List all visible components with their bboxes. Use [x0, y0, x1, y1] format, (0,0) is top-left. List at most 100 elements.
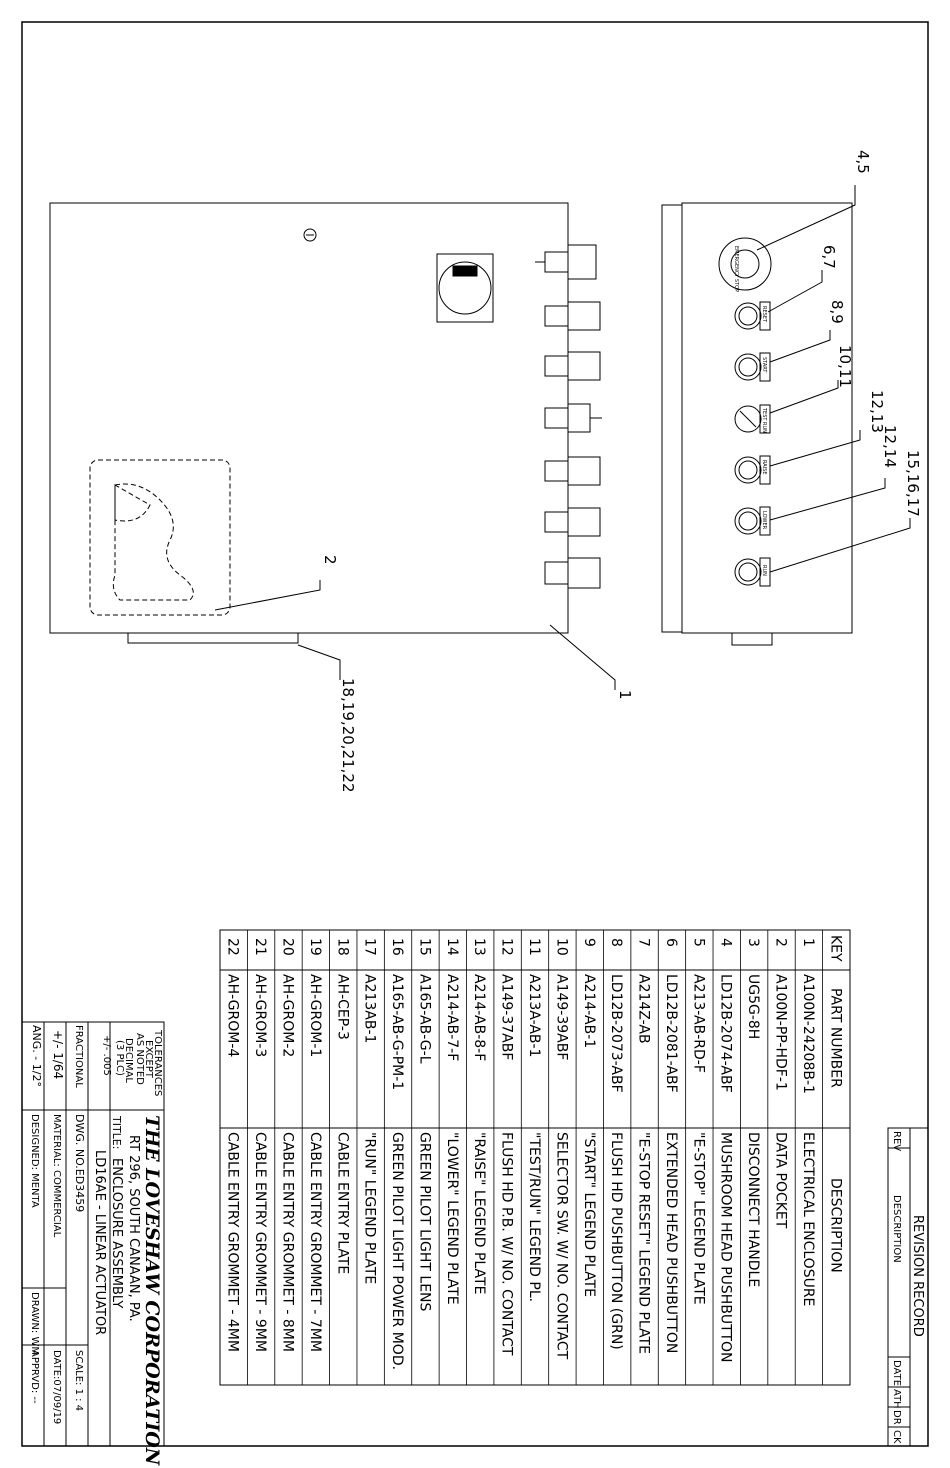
bom-row-description: "LOWER" LEGEND PLATE — [444, 1132, 460, 1305]
tolerances-noted: AS NOTED — [134, 1033, 145, 1085]
company-address: RT 296, SOUTH CANAAN, PA. — [126, 1135, 141, 1322]
bom-row-key: 2 — [773, 938, 789, 947]
tolerances-label: TOLERANCES — [152, 1029, 163, 1096]
estop-legend: EMERGENCY STOP — [733, 246, 739, 292]
bom-row-description: DISCONNECT HANDLE — [745, 1132, 761, 1287]
bom-row-description: "E-STOP RESET" LEGEND PLATE — [636, 1132, 652, 1354]
bom-row-description: DATA POCKET — [773, 1132, 789, 1229]
rev-header-dr: DR — [891, 1410, 902, 1425]
drawing-number: DWG. NO.ED3459 — [73, 1114, 86, 1212]
drawn-by: DRAWN: WM — [29, 1292, 40, 1355]
bom-row-key: 3 — [745, 938, 761, 947]
callout-2: 2 — [321, 555, 339, 565]
rev-header-ath: ATH — [891, 1389, 902, 1409]
title-block-text: THE LOVESHAW CORPORATION RT 296, SOUTH C… — [29, 1025, 163, 1466]
bom-header-key: KEY — [827, 935, 843, 962]
date: DATE:07/09/19 — [51, 1350, 62, 1424]
bom-row-key: 11 — [526, 938, 542, 956]
decimal-value: +/- .005 — [101, 1035, 112, 1076]
bom-row-part: A100N-24208B-1 — [800, 974, 816, 1094]
side-button-7 — [544, 557, 601, 589]
bom-row-description: CABLE ENTRY GROMMET - 9MM — [252, 1132, 268, 1352]
bom-row-description: CABLE ENTRY GROMMET - 4MM — [225, 1132, 241, 1352]
bom-row-key: 9 — [581, 938, 597, 947]
bom-row-key: 12 — [499, 938, 515, 956]
bom-row-part: A213-AB-RD-F — [690, 974, 706, 1073]
bom-row-description: CABLE ENTRY GROMMET - 7MM — [307, 1132, 323, 1352]
revision-title: REVISION RECORD — [910, 1215, 925, 1337]
bom-row-part: A165-AB-G-L — [416, 974, 432, 1064]
bom-row-part: LD12B-2081-ABF — [663, 974, 679, 1093]
title-line-1: ENCLOSURE ASSEMBLY — [109, 1158, 124, 1308]
bom-row-part: AH-GROM-2 — [279, 974, 295, 1057]
callout-6-7: 6,7 — [820, 245, 838, 269]
callout-12-13: 12,13 — [868, 390, 886, 433]
bom-row-key: 20 — [279, 938, 295, 956]
bom-row-description: "E-STOP" LEGEND PLATE — [690, 1132, 706, 1305]
bom-row-part: A214-AB-8-F — [471, 974, 487, 1061]
raise-button-icon — [734, 456, 762, 484]
bom-row-key: 17 — [362, 938, 378, 956]
side-button-6 — [544, 507, 601, 537]
bom-row-description: "RAISE" LEGEND PLATE — [471, 1132, 487, 1294]
sheet-border — [21, 21, 929, 1447]
rev-header-rev: REV — [891, 1131, 902, 1151]
scale: SCALE: 1 : 4 — [73, 1350, 84, 1411]
bom-row-part: A213AB-1 — [362, 974, 378, 1043]
side-pushbuttons — [535, 244, 602, 589]
bom-row-key: 8 — [608, 938, 624, 947]
bom-row-description: SELECTOR SW. W/ NO. CONTACT — [553, 1132, 569, 1360]
callout-10-11: 10,11 — [836, 345, 854, 388]
bom-row-part: AH-GROM-3 — [252, 974, 268, 1057]
bom-row-description: "RUN" LEGEND PLATE — [362, 1132, 378, 1284]
bom-row-key: 22 — [225, 938, 241, 956]
bom-row-description: GREEN PILOT LIGHT LENS — [416, 1132, 432, 1312]
bom-row-description: FLUSH HD P.B. W/ NO. CONTACT — [499, 1132, 515, 1356]
bom-row-key: 7 — [636, 938, 652, 947]
screw-icon — [303, 228, 317, 242]
bom-row-part: A165-AB-G-PM-1 — [389, 974, 405, 1090]
lower-button-icon — [734, 507, 762, 535]
bom-row-part: A214-AB-7-F — [444, 974, 460, 1061]
bom-row-part: A100N-PP-HDF-1 — [773, 974, 789, 1091]
run-light-icon — [734, 558, 762, 586]
bom-row-description: CABLE ENTRY PLATE — [334, 1132, 350, 1274]
bom-row-part: LD12B-2073-ABF — [608, 974, 624, 1093]
fractional-label: FRACTIONAL — [73, 1025, 84, 1088]
disconnect-handle-icon — [436, 253, 494, 323]
callout-4-5: 4,5 — [854, 150, 872, 174]
title-label: TITLE: — [110, 1115, 123, 1149]
bom-row-part: A213A-AB-1 — [526, 974, 542, 1057]
bom-row-key: 1 — [800, 938, 816, 947]
side-button-2 — [544, 301, 601, 331]
rev-header-ck: CK — [891, 1430, 902, 1444]
bom-row-part: A149-37ABF — [499, 974, 515, 1060]
bom-row-key: 19 — [307, 938, 323, 956]
hinge-strip — [661, 204, 683, 633]
angular-tolerance: ANG. - 1/2° — [30, 1025, 43, 1087]
selector-switch-icon — [734, 405, 762, 433]
bom-row-part: A149-39ABF — [553, 974, 569, 1060]
estop-icon — [718, 237, 772, 291]
bom-row-key: 5 — [690, 938, 706, 947]
bom-row-key: 4 — [718, 938, 734, 947]
bom-row-description: CABLE ENTRY GROMMET - 8MM — [279, 1132, 295, 1352]
bom-row-part: LD12B-2074-ABF — [718, 974, 734, 1093]
material: MATERIAL: COMMERCIAL — [51, 1114, 62, 1238]
bom-row-part: AH-GROM-4 — [225, 974, 241, 1057]
bom-row-key: 14 — [444, 938, 460, 956]
callout-8-9: 8,9 — [828, 300, 846, 324]
bom-header-part: PART NUMBER — [827, 988, 843, 1088]
bom-row-part: A214Z-AB — [636, 974, 652, 1044]
testrun-legend: TEST RUN — [761, 407, 767, 433]
designed-by: DESIGNED: MENTA — [29, 1114, 40, 1208]
decimal-label: DECIMAL — [123, 1038, 134, 1083]
raise-legend: RAISE — [761, 460, 767, 475]
enclosure-front-view — [661, 202, 853, 646]
leader-lines — [214, 185, 911, 690]
bom-row-description: FLUSH HD PUSHBUTTON (GRN) — [608, 1132, 624, 1350]
panel-legends: EMERGENCY STOP RESET START TEST RUN RAIS… — [466, 246, 767, 576]
bom-row-description: MUSHROOM HEAD PUSHBUTTON — [718, 1132, 734, 1363]
tolerances-except: EXCEPT — [143, 1040, 154, 1079]
